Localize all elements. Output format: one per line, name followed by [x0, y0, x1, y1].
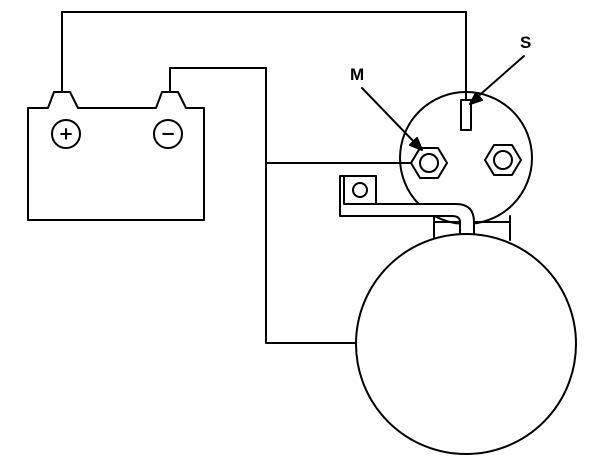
leader-line-s: [473, 55, 525, 101]
battery: + −: [27, 91, 205, 221]
s-terminal-tab: [460, 99, 472, 131]
label-s: S: [520, 33, 531, 52]
leader-line-m: [361, 87, 419, 147]
m-terminal-nut-icon: [410, 147, 448, 179]
wire-positive-to-s: [61, 11, 467, 101]
motor-terminal-bolt-icon: [352, 182, 368, 198]
battery-body: [27, 91, 205, 221]
wire-negative: [169, 67, 357, 344]
m-terminal-nut-inner-icon: [419, 153, 439, 173]
arrowhead-m-icon: [409, 137, 423, 151]
arrowhead-s-icon: [469, 92, 483, 105]
battery-positive-symbol: +: [58, 124, 73, 145]
battery-positive-terminal-icon: [51, 119, 81, 149]
starter-solenoid: [339, 91, 533, 241]
battery-negative-terminal-icon: [153, 119, 183, 149]
battery-terminal-nut-inner-icon: [493, 150, 513, 170]
label-m: M: [350, 65, 364, 84]
battery-terminal-nut-icon: [484, 144, 522, 176]
motor-terminal-block: [343, 175, 377, 205]
battery-negative-symbol: −: [160, 124, 175, 145]
starter-motor-body: [355, 233, 577, 455]
